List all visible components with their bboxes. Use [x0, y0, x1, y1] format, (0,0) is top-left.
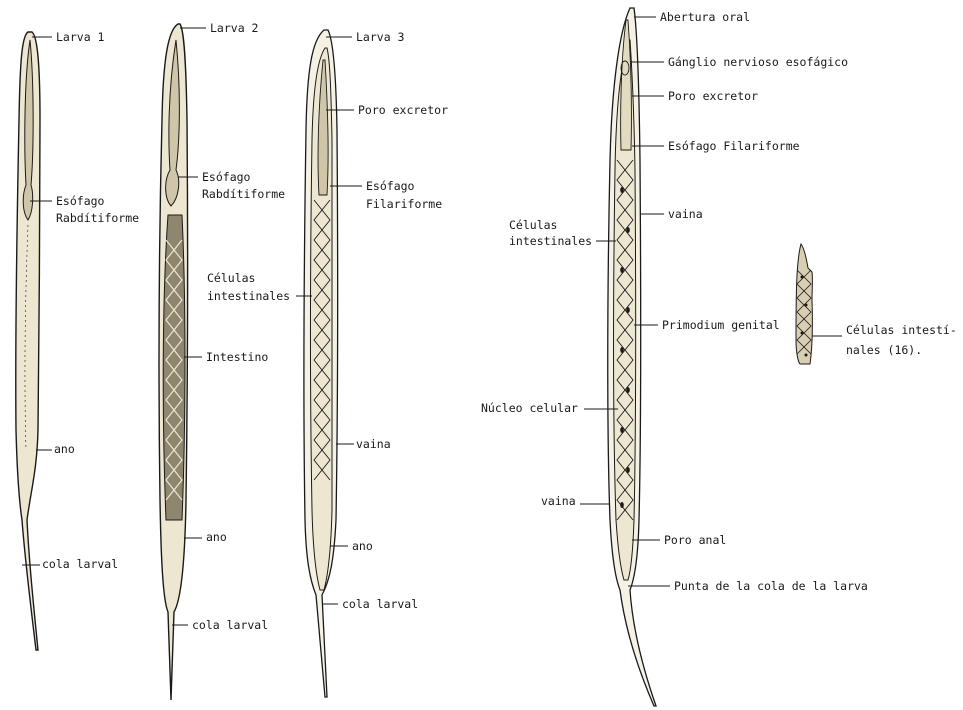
detail-larva [608, 8, 656, 706]
larva-2-cells-label-2: intestinales [207, 289, 290, 303]
detail-oral-label: Abertura oral [660, 10, 750, 24]
larva-1-esophagus-label-1: Esófago [56, 194, 105, 208]
detail-nucleus-label: Núcleo celular [481, 401, 578, 415]
larva-2-intestine-label: Intestino [206, 350, 268, 364]
larva-2-title: Larva 2 [210, 21, 258, 35]
larva-3-anus-label: ano [352, 539, 373, 553]
detail-genital-label: Primodium genital [662, 318, 780, 332]
larva-1-tail-label: cola larval [42, 557, 118, 571]
detail-cells-label-2: intestinales [509, 234, 592, 248]
detail-anal-label: Poro anal [664, 533, 726, 547]
larva-2-anus-label: ano [206, 530, 227, 544]
larva-3-tail-label: cola larval [342, 597, 418, 611]
larva-2 [159, 24, 188, 700]
detail-esophagus-label: Esófago Filariforme [668, 139, 800, 153]
larva-1 [16, 32, 40, 650]
detail-ganglion-label: Gánglio nervioso esofágico [668, 55, 848, 69]
larva-2-cells-label-1: Células [207, 271, 255, 285]
larva-2-esophagus-label-2: Rabdítiforme [202, 187, 285, 201]
larva-1-title: Larva 1 [56, 30, 105, 44]
larva-1-esophagus-label-2: Rabdítiforme [56, 211, 139, 225]
detail-tail-label: Punta de la cola de la larva [674, 579, 868, 593]
larva-2-tail-label: cola larval [192, 618, 268, 632]
larva-3-esophagus-label-2: Filariforme [366, 197, 442, 211]
detail-sheath-bottom-label: vaina [541, 494, 576, 508]
inset-label-2: nales (16). [846, 343, 922, 357]
detail-excretory-label: Poro excretor [668, 89, 758, 103]
larva-3-title: Larva 3 [356, 30, 405, 44]
larva-3 [304, 30, 338, 697]
inset-label-1: Células intestí- [846, 323, 957, 337]
inset-cell-strip [796, 244, 812, 364]
detail-sheath-top-label: vaina [668, 207, 703, 221]
larva-3-excretory-pore-label: Poro excretor [358, 103, 448, 117]
larva-3-sheath-label: vaina [356, 437, 391, 451]
intestinal-cells-inset [796, 244, 812, 364]
detail-cells-label-1: Células [509, 218, 557, 232]
larva-1-anus-label: ano [54, 442, 75, 456]
larva-2-esophagus-label-1: Esófago [202, 170, 251, 184]
larva-3-esophagus-label-1: Esófago [366, 179, 415, 193]
